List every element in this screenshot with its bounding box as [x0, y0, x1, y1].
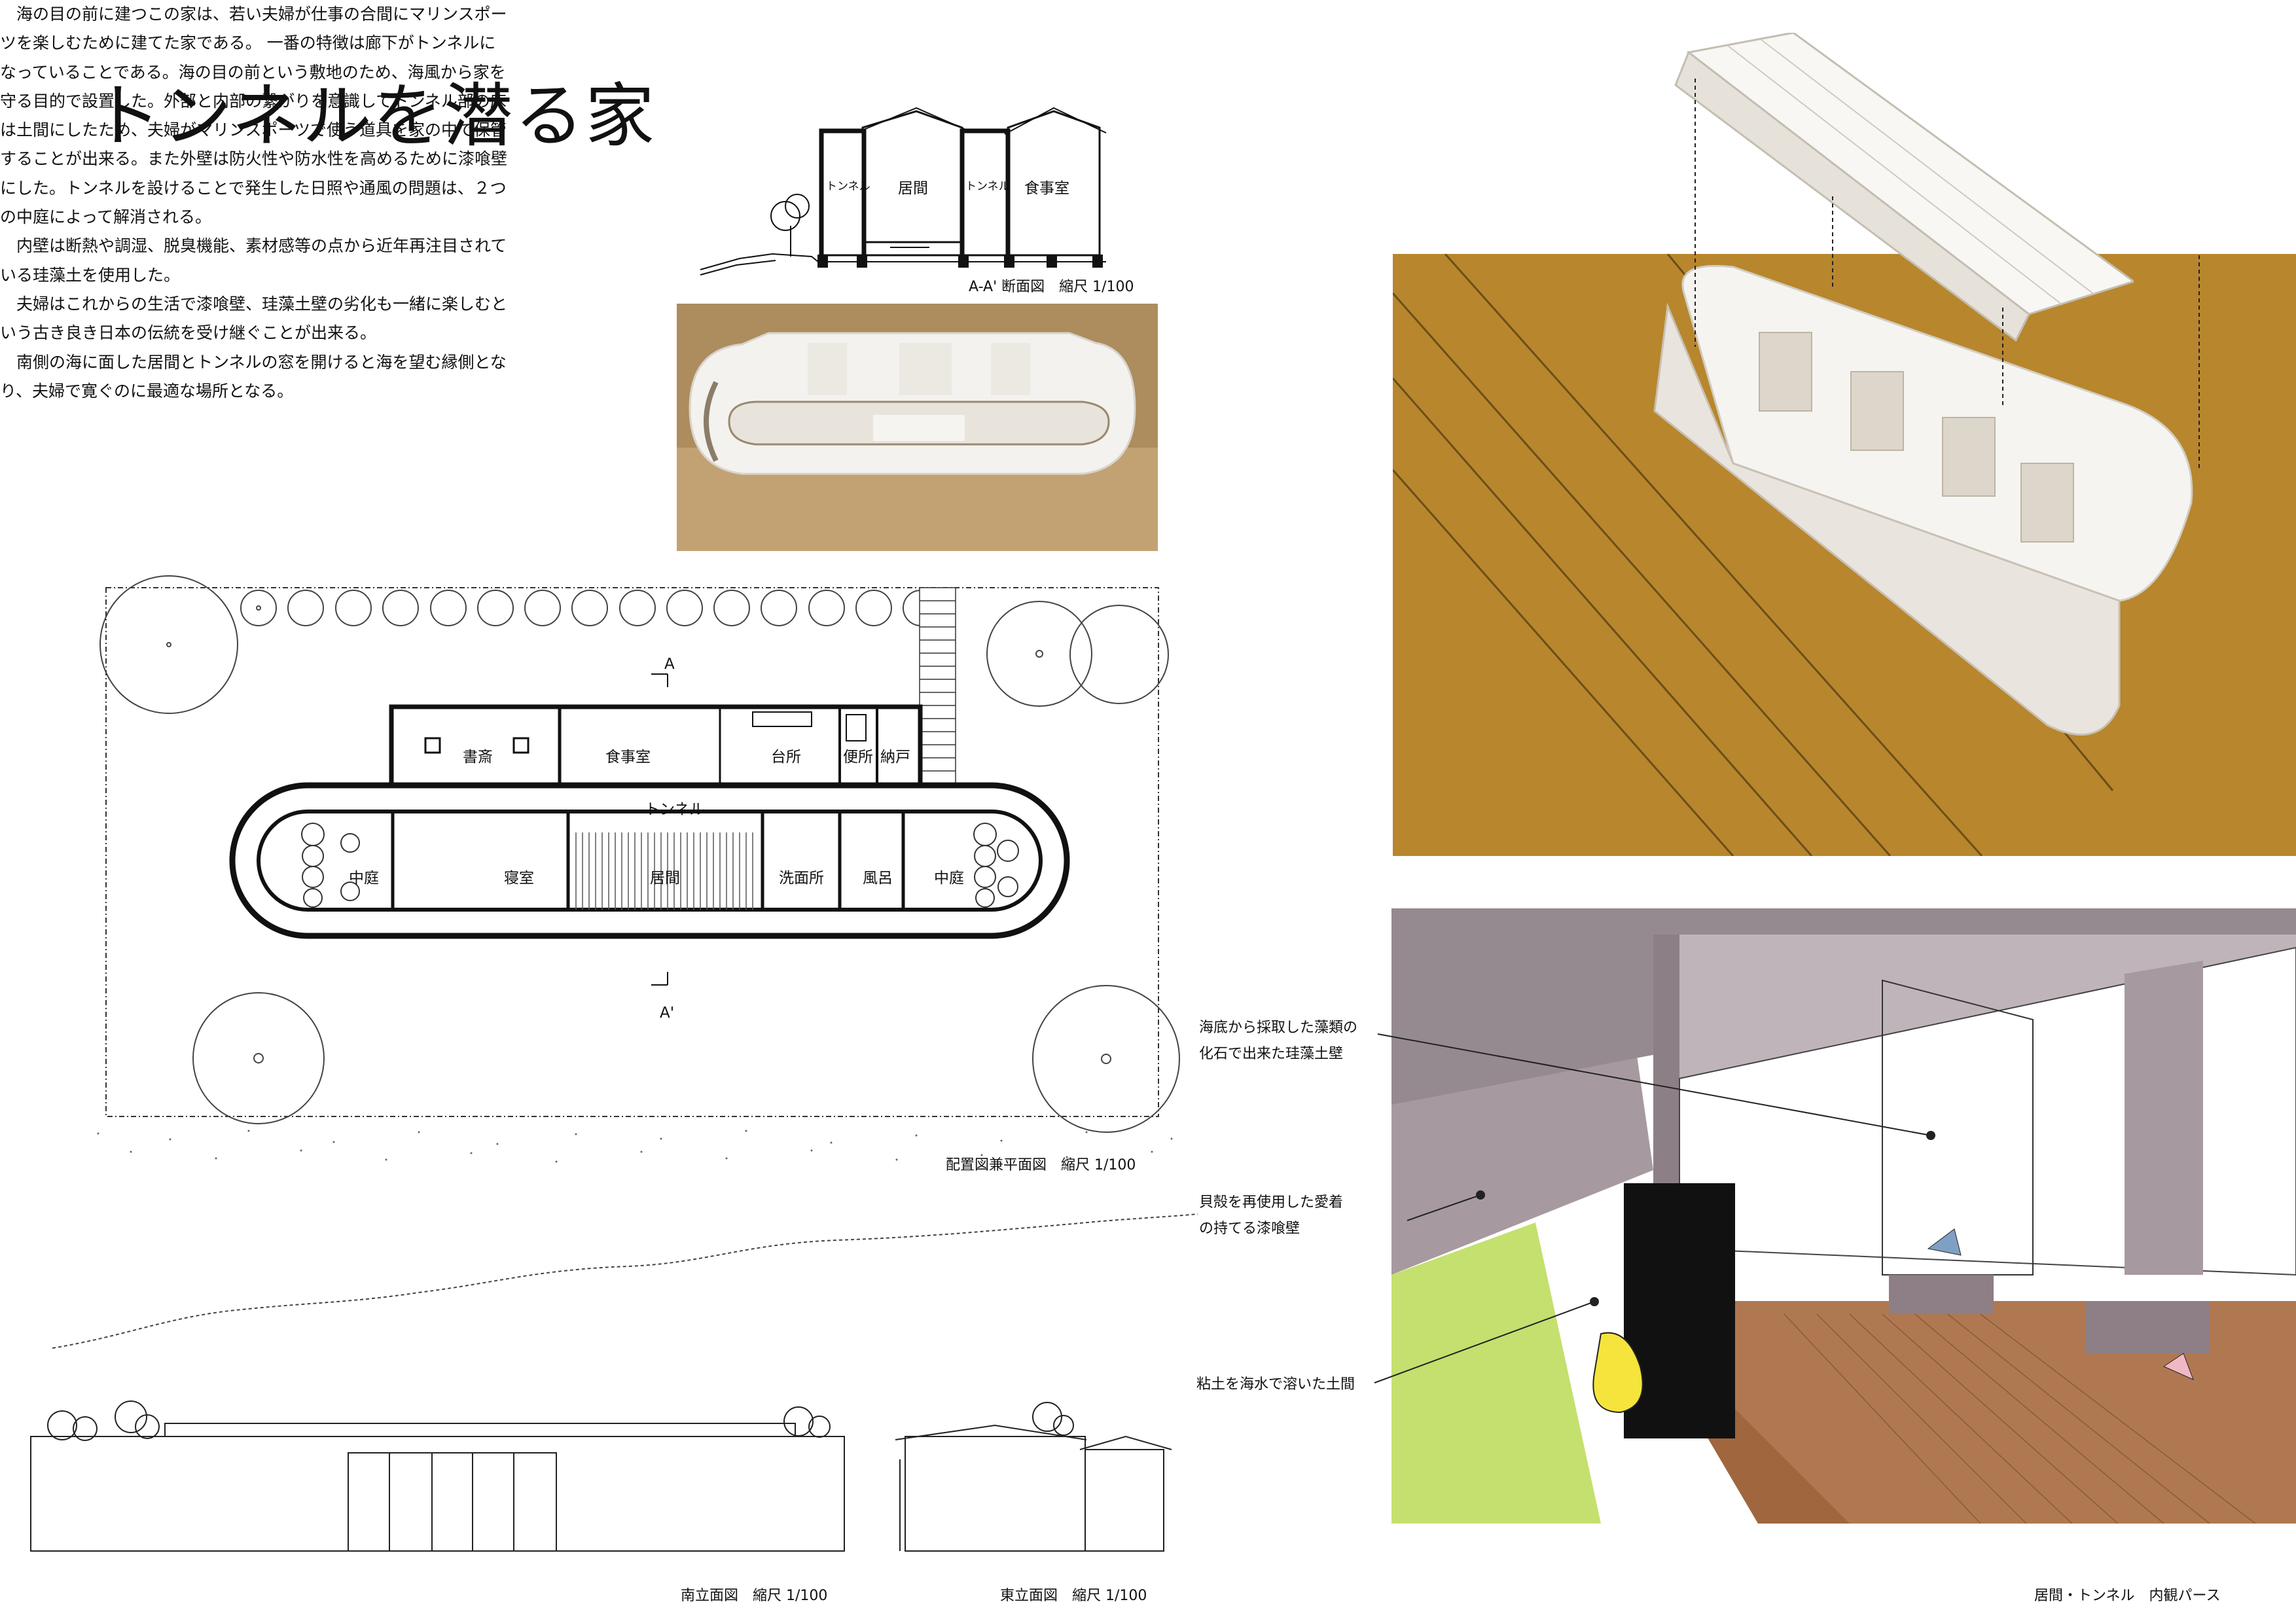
- plan-room-label: 風呂: [863, 870, 893, 887]
- plan-room-label: 書斎: [463, 749, 493, 766]
- section-room-label: 食事室: [1024, 180, 1069, 197]
- model-photo-exploded: [1393, 254, 2296, 856]
- section-room-label: 居間: [898, 180, 928, 197]
- plan-caption: 配置図兼平面図 縮尺 1/100: [946, 1157, 1136, 1173]
- section-room-label: トンネル: [826, 180, 870, 193]
- annotation-diatomaceous-wall: 海底から採取した藻類の 化石で出来た珪藻土壁: [1199, 1020, 1358, 1062]
- description-paragraph: 夫婦はこれからの生活で漆喰壁、珪藻土壁の劣化も一緒に楽しむという古き良き日本の伝…: [0, 294, 508, 343]
- section-room-label: トンネル: [965, 180, 1010, 193]
- section-mark: A': [660, 1005, 675, 1022]
- plan-room-label: 寝室: [504, 870, 534, 887]
- plan-room-label: 洗面所: [779, 870, 824, 887]
- perspective-caption: 居間・トンネル 内観パース: [2034, 1588, 2221, 1604]
- plan-room-label: 便所: [843, 749, 873, 766]
- section-caption: A-A' 断面図 縮尺 1/100: [969, 279, 1134, 295]
- plan-room-label: トンネル: [645, 801, 705, 818]
- annotation-earthen-floor: 粘土を海水で溶いた土間: [1196, 1376, 1355, 1393]
- plan-room-label: 中庭: [934, 870, 964, 887]
- page-title: トンネルを潜る家: [92, 76, 656, 157]
- plan-room-label: 中庭: [349, 870, 379, 887]
- project-description: 海の目の前に建つこの家は、若い夫婦が仕事の合間にマリンスポーツを楽しむために建て…: [0, 0, 511, 406]
- description-paragraph: 内壁は断熱や調湿、脱臭機能、素材感等の点から近年再注目されている珪藻土を使用した…: [0, 236, 507, 285]
- interior-perspective: [1391, 908, 2296, 1524]
- plan-room-label: 台所: [771, 749, 801, 766]
- description-paragraph: 海の目の前に建つこの家は、若い夫婦が仕事の合間にマリンスポーツを楽しむために建て…: [0, 5, 508, 227]
- plan-room-label: 居間: [650, 870, 680, 887]
- model-photo-top: [677, 304, 1158, 551]
- description-paragraph: 南側の海に面した居間とトンネルの窓を開けると海を望む縁側となり、夫婦で寛ぐのに最…: [0, 352, 507, 401]
- south-elevation-caption: 南立面図 縮尺 1/100: [681, 1588, 828, 1604]
- east-elevation-caption: 東立面図 縮尺 1/100: [1000, 1588, 1147, 1604]
- section-mark: A: [664, 656, 675, 673]
- annotation-plaster-wall: 貝殻を再使用した愛着 の持てる漆喰壁: [1199, 1194, 1344, 1237]
- plan-room-label: 納戸: [880, 749, 910, 766]
- model-roof-piece: [1662, 33, 2134, 399]
- plan-room-label: 食事室: [605, 749, 651, 766]
